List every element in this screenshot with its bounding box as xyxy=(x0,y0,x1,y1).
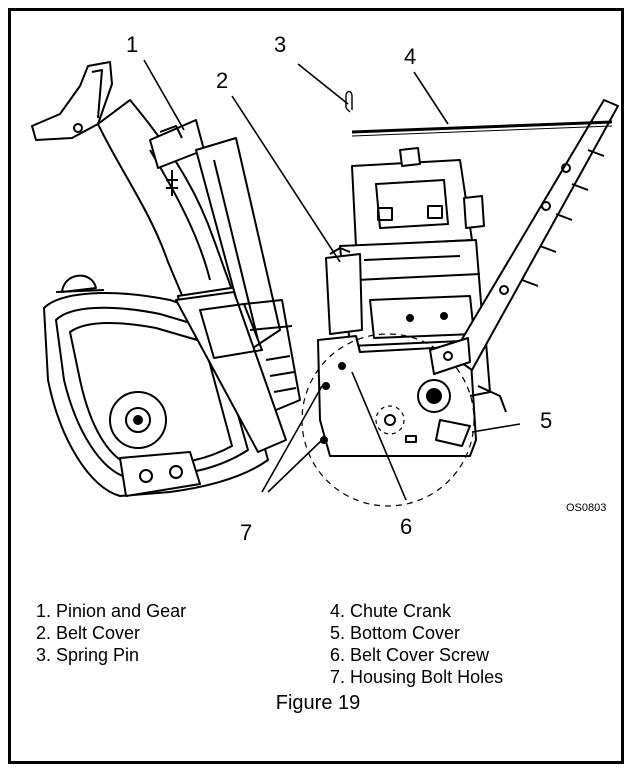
callout-1: 1 xyxy=(126,32,139,57)
callout-4: 4 xyxy=(404,44,417,69)
figure-frame xyxy=(8,8,624,764)
chute-crank-handle xyxy=(429,99,619,375)
legend-item: 6. Belt Cover Screw xyxy=(330,645,490,665)
spring-pin xyxy=(345,90,353,113)
engine-body xyxy=(317,147,507,457)
legend-item: 5. Bottom Cover xyxy=(330,623,461,643)
legend-left: 1. Pinion and Gear 2. Belt Cover 3. Spri… xyxy=(36,600,186,666)
leader-lines xyxy=(143,59,521,501)
legend-item: 4. Chute Crank xyxy=(330,601,452,621)
callout-2: 2 xyxy=(216,68,229,93)
callout-5: 5 xyxy=(540,408,553,433)
callout-6: 6 xyxy=(400,514,413,539)
legend-item: 1. Pinion and Gear xyxy=(36,601,187,621)
drawing-code: OS0803 xyxy=(566,502,607,514)
legend-item: 3. Spring Pin xyxy=(36,645,140,665)
callout-3: 3 xyxy=(274,32,287,57)
figure-caption: Figure 19 xyxy=(275,692,361,714)
auger-housing xyxy=(43,274,301,497)
legend-item: 7. Housing Bolt Holes xyxy=(330,667,504,687)
chute-crank-rod xyxy=(351,120,613,134)
pinion-and-gear xyxy=(149,119,281,351)
callout-7: 7 xyxy=(240,520,253,545)
legend-item: 2. Belt Cover xyxy=(36,623,141,643)
legend-right: 4. Chute Crank 5. Bottom Cover 6. Belt C… xyxy=(330,600,503,688)
